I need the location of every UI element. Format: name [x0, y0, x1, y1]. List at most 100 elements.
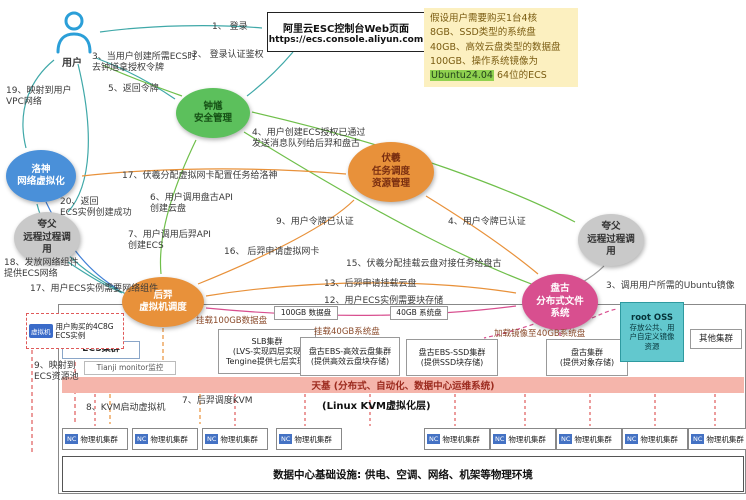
step-1: 1、 登录	[212, 22, 248, 32]
nc-label: 物理机集群	[508, 434, 546, 444]
note-line-3: 40GB、高效云盘类型的数据盘	[430, 41, 561, 53]
step-4: 4、用户创建ECS授权已通过 发送消息队列给后羿和盘古	[252, 128, 366, 150]
arrow	[251, 111, 576, 223]
arrow	[591, 308, 618, 319]
nc-label: 物理机集群	[220, 434, 258, 444]
nc-chip: NC	[691, 434, 705, 444]
vm-instance-box: 虚拟机 用户购买的4C8G ECS实例	[26, 313, 124, 349]
nc-chip: NC	[559, 434, 573, 444]
step-20: 20、返回 ECS实例创建成功	[60, 197, 132, 219]
arrow	[99, 25, 263, 33]
disk-100-label: 100GB 数据盘	[274, 306, 338, 320]
user-icon	[52, 10, 96, 60]
nc-label: 物理机集群	[80, 434, 118, 444]
arrow	[197, 199, 355, 285]
ebs-ssd-cluster-box: 盘古EBS-SSD集群 (提供SSD块存储)	[406, 339, 498, 376]
tianji-bar: 天基 (分布式、自动化、数据中心运维系统)	[62, 377, 744, 393]
load-image-label: 加载镜像至40GB系统盘	[494, 329, 586, 339]
assumption-note: 假设用户需要购买1台4核 8GB、SSD类型的系统盘 40GB、高效云盘类型的数…	[424, 8, 578, 88]
arrow	[81, 168, 347, 177]
node-luoshen: 洛神 网络虚拟化	[6, 150, 76, 202]
nc-label: 物理机集群	[150, 434, 188, 444]
vm-instance-label: 用户购买的4C8G ECS实例	[55, 321, 114, 340]
nc-chip: NC	[493, 434, 507, 444]
nc-chip: NC	[135, 434, 149, 444]
nc-label: 物理机集群	[442, 434, 480, 444]
step-7-kvm: 7、后羿调度KVM	[182, 396, 253, 406]
arrow	[246, 51, 294, 97]
arrow	[67, 261, 123, 294]
step-18: 18、发放网络组件 提供ECS网络	[4, 258, 79, 280]
disk-40-label: 40GB 系统盘	[390, 306, 448, 320]
mount-100-label: 挂载100GB数据盘	[196, 316, 268, 326]
arrow	[205, 305, 517, 316]
note-line-1: 假设用户需要购买1台4核	[430, 13, 538, 24]
other-cluster-box: 其他集群	[690, 329, 742, 349]
step-13: 13、后羿申请挂载云盘	[324, 279, 417, 289]
datacenter-bar: 数据中心基础设施: 供电、空调、网络、机架等物理环境	[62, 456, 744, 492]
node-houyi: 后羿 虚拟机调度	[122, 277, 204, 327]
arrow	[102, 64, 183, 97]
mount-40-label: 挂载40GB系统盘	[314, 327, 380, 337]
step-17-net: 17、用户ECS实例需要网络组件	[30, 284, 159, 294]
step-9-map: 9、映射到 ECS资源池	[34, 361, 79, 383]
node-zhongkui: 钟馗 安全管理	[176, 88, 250, 138]
ebs-efficient-cluster-box: 盘古EBS-高效云盘集群 (提供高效云盘块存储)	[300, 337, 400, 376]
tianji-monitor-label: Tianji monitor监控	[84, 361, 176, 375]
nc-chip: NC	[65, 434, 79, 444]
arrow	[483, 321, 541, 339]
note-line-5-rest: 64位的ECS	[493, 70, 547, 81]
root-oss-body: 存放公共、用 户自定义镜像 资源	[629, 322, 675, 351]
step-19: 19、映射到用户 VPC网络	[6, 86, 72, 108]
note-highlight: Ubuntu24.04	[430, 70, 494, 81]
step-2: 2、 登录认证鉴权	[192, 50, 264, 60]
step-16: 16、 后羿申请虚拟网卡	[224, 247, 320, 257]
pangu-cluster-box: 盘古集群 (提供对象存储)	[546, 339, 628, 376]
step-6: 6、用户调用盘古API 创建云盘	[150, 193, 233, 215]
step-12: 12、用户ECS实例需要块存储	[324, 296, 444, 306]
console-url: https://ecs.console.aliyun.com	[268, 34, 424, 45]
step-7: 7、用户调用后羿API 创建ECS	[128, 230, 211, 252]
nc-chip: NC	[205, 434, 219, 444]
nc-label: 物理机集群	[640, 434, 678, 444]
step-3-image: 3、调用用户所需的Ubuntu镜像	[606, 281, 735, 291]
user-label: 用户	[62, 58, 82, 69]
step-15: 15、伏羲分配挂载云盘对接任务给盘古	[346, 259, 502, 269]
nc-label: 物理机集群	[294, 434, 332, 444]
root-oss-box: root OSS 存放公共、用 户自定义镜像 资源	[620, 302, 684, 362]
console-box: 阿里云ESC控制台Web页面 https://ecs.console.aliyu…	[267, 12, 425, 52]
step-3: 3、当用户创建所需ECS时 去钟馗拿授权令牌	[92, 52, 197, 74]
step-4-token: 4、用户令牌已认证	[448, 217, 526, 227]
nc-chip: NC	[427, 434, 441, 444]
nc-chip: NC	[625, 434, 639, 444]
step-8-kvm: 8、KVM启动虚拟机	[86, 403, 166, 413]
node-fuxi: 伏羲 任务调度 资源管理	[348, 142, 434, 202]
step-9-token: 9、用户令牌已认证	[276, 217, 354, 227]
arrow	[425, 195, 539, 275]
arrow	[22, 59, 55, 149]
step-17-fuxi: 17、伏羲分配虚拟网卡配置任务给洛神	[122, 171, 278, 181]
arrow	[243, 131, 535, 286]
arrow	[67, 63, 89, 213]
note-line-2: 8GB、SSD类型的系统盘	[430, 27, 536, 39]
nc-label: 物理机集群	[706, 434, 744, 444]
arrow	[205, 282, 517, 297]
nc-label: 物理机集群	[574, 434, 612, 444]
arrow	[95, 57, 176, 100]
node-kuafu-left: 夸父 远程过程调 用	[14, 212, 80, 264]
vm-chip: 虚拟机	[29, 324, 53, 338]
arrow	[159, 139, 197, 275]
slb-cluster-box: SLB集群 (LVS-实现四层实现 Tengine提供七层实现)	[218, 329, 316, 374]
note-line-5: Ubuntu24.04 64位的ECS	[430, 69, 572, 83]
console-title: 阿里云ESC控制台Web页面	[283, 23, 409, 35]
kvm-layer-label: (Linux KVM虚拟化层)	[322, 401, 431, 412]
